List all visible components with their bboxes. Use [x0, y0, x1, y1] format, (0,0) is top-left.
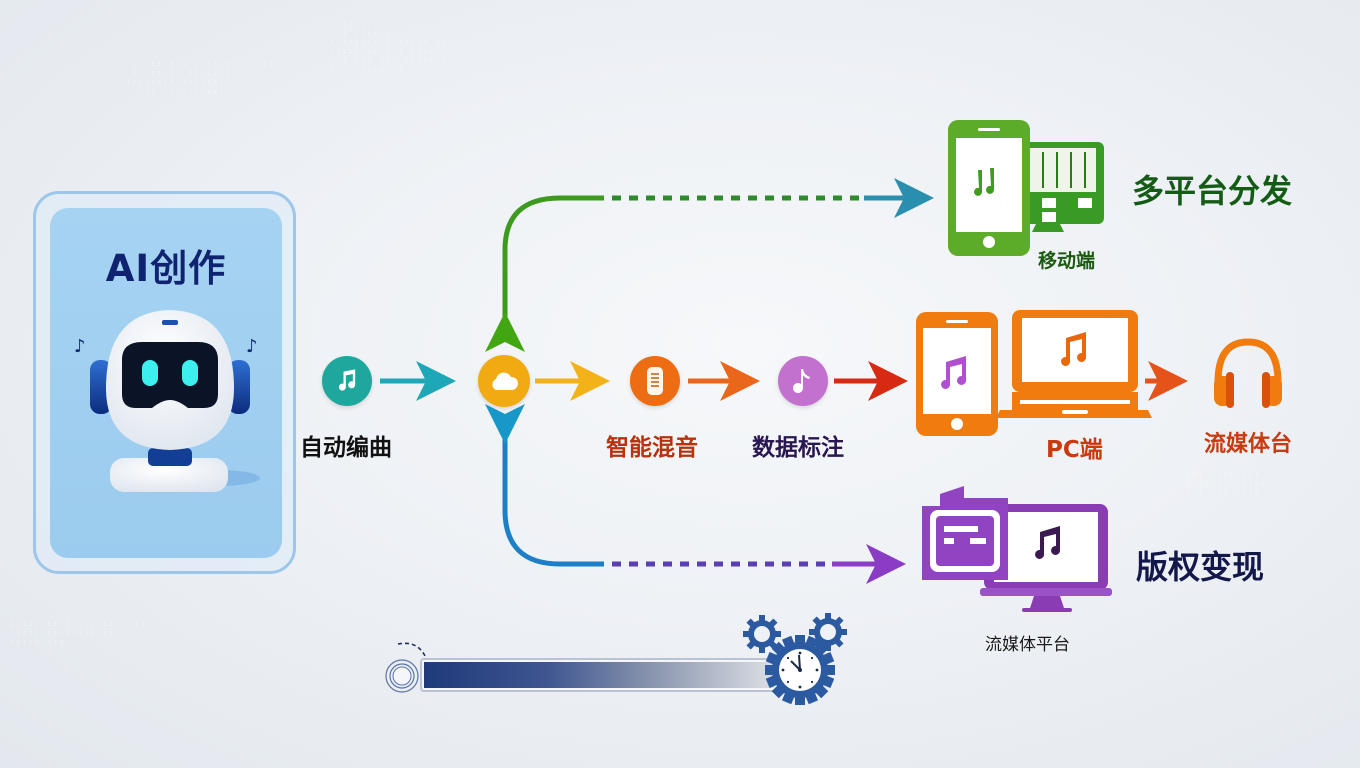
headphones-icon[interactable] — [1210, 336, 1286, 412]
background-data-pattern: ::::::::::: :::::: ::: :::: :::::::: :::… — [10, 620, 147, 646]
pc-caption: PC端 — [1046, 437, 1103, 463]
music-note-icon — [793, 369, 810, 393]
multi-platform-heading: 多平台分发 — [1132, 172, 1293, 210]
copyright-platform-icon[interactable] — [914, 484, 1114, 620]
background-data-pattern: :::: :::: ::: :: :::: :::::: ::: ::: :::… — [1180, 470, 1268, 496]
smart-mixing-node[interactable] — [630, 356, 680, 406]
auto-arrange-node[interactable] — [322, 356, 372, 406]
pc-device-icon[interactable] — [916, 306, 1156, 438]
auto-arrange-label: 自动编曲 — [300, 435, 392, 461]
data-annotation-node[interactable] — [778, 356, 828, 406]
progress-fill — [424, 662, 774, 688]
mobile-device-icon[interactable] — [948, 118, 1108, 258]
music-note-icon — [338, 369, 356, 391]
copyright-caption: 流媒体平台 — [985, 635, 1070, 655]
ai-creation-title: AI创作 — [105, 247, 227, 290]
copyright-monetization-heading: 版权变现 — [1136, 548, 1265, 586]
background-data-pattern: . : ::: :.: :::::: ::::: : .::::: ::::. … — [120, 60, 276, 95]
svg-text:♪: ♪ — [246, 336, 258, 357]
mixer-icon — [647, 367, 663, 395]
progress-start-dial-icon — [385, 642, 427, 693]
background-data-pattern: ::::: :: :::::: :::::::::::::::: ::: :::… — [330, 20, 455, 73]
mobile-caption: 移动端 — [1038, 250, 1096, 272]
cloud-icon — [492, 372, 519, 390]
gears-clock-icon — [743, 613, 847, 705]
robot-mascot-icon: ♪ ♪ — [74, 310, 260, 492]
svg-text:♪: ♪ — [74, 336, 86, 357]
data-annotation-label: 数据标注 — [752, 435, 844, 461]
cloud-hub-node[interactable] — [478, 355, 530, 407]
streaming-caption: 流媒体台 — [1204, 432, 1293, 457]
smart-mixing-label: 智能混音 — [606, 435, 698, 461]
